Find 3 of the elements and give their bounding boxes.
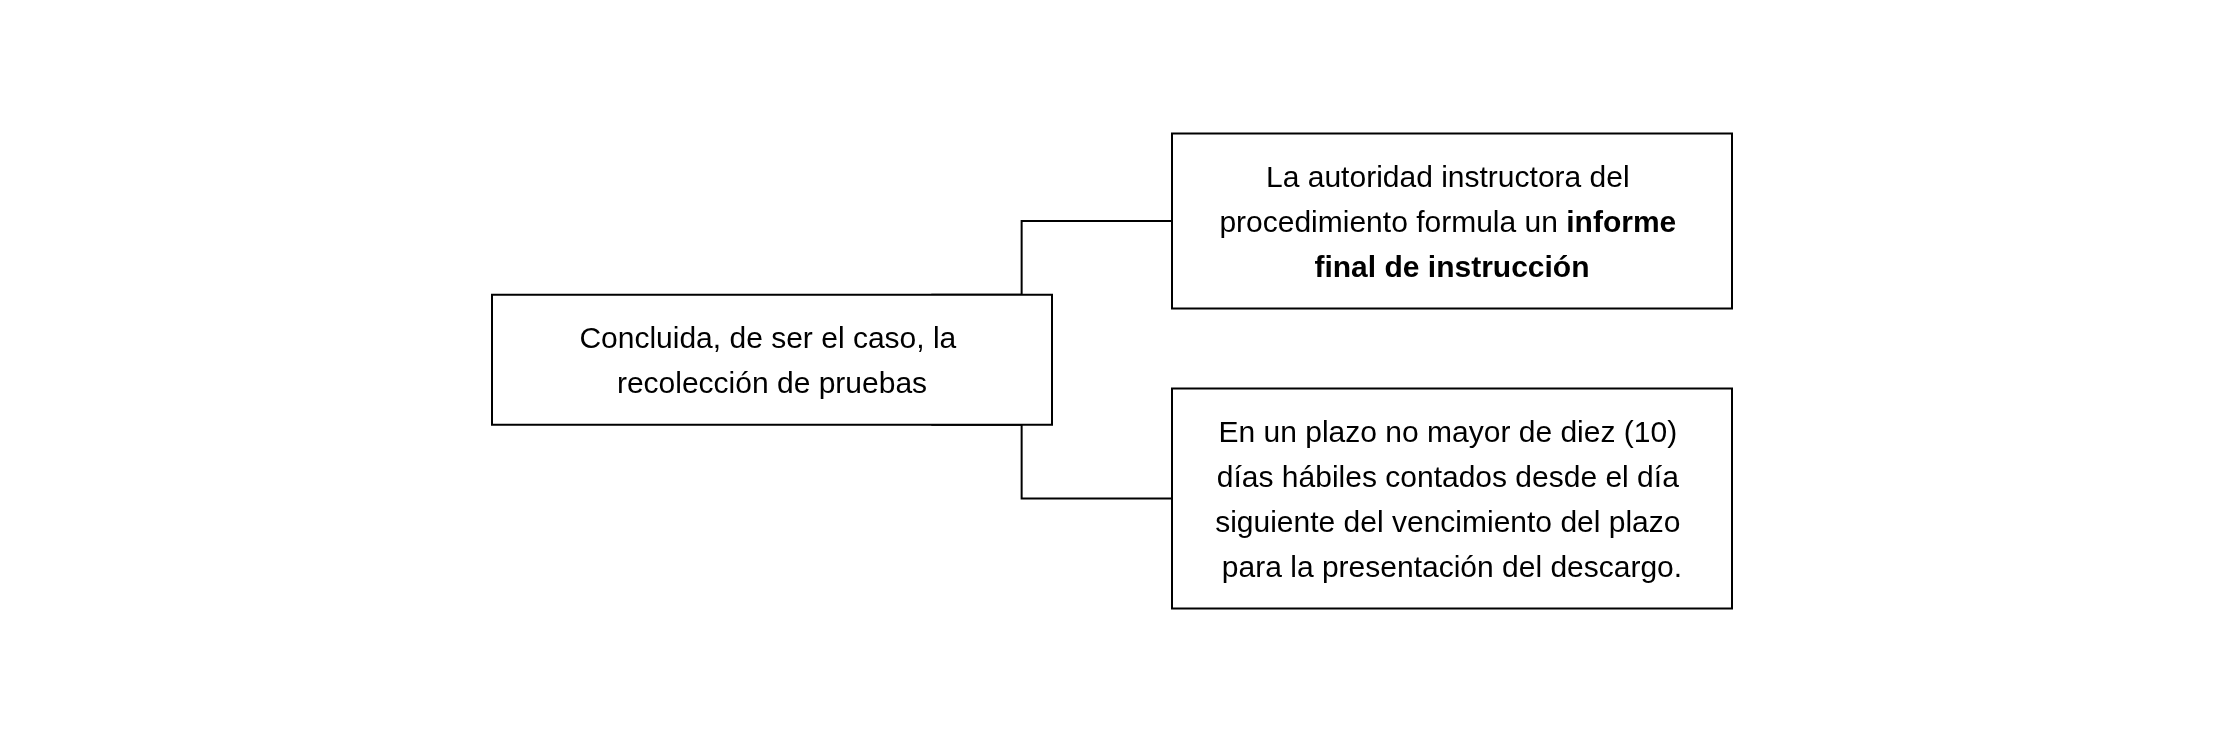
node-box: Concluida, de ser el caso, la recolección de pruebas — [491, 293, 1053, 426]
node-box: En un plazo no mayor de diez (10) días hábiles contados desde el día siguiente del vencimiento del plazo para la presentación del descargo. — [1171, 387, 1733, 610]
node-box: La autoridad instructora del procedimiento formula un informe final de instrucción — [1171, 132, 1733, 310]
